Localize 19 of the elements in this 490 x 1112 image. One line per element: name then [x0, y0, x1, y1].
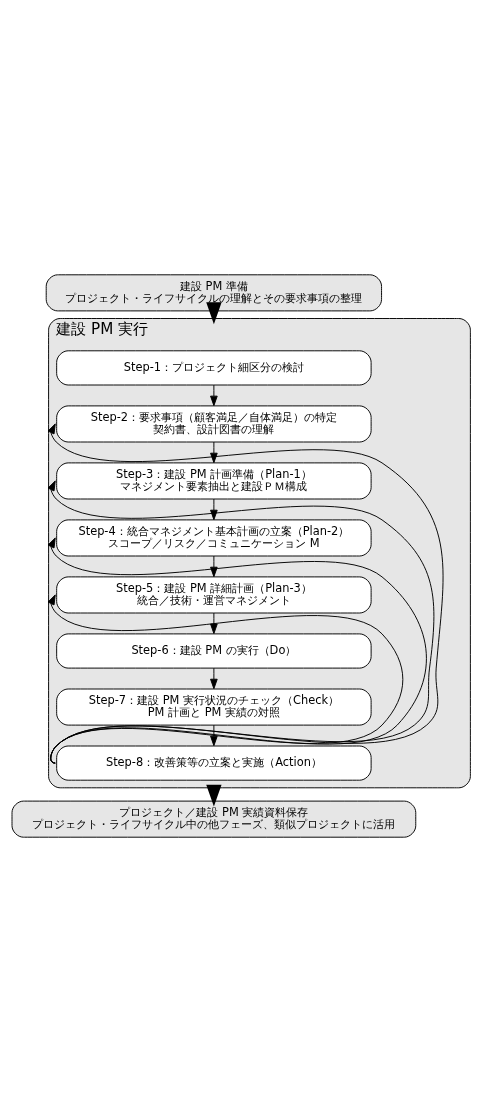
node-box: Step-2：要求事項（顧客満足／自体満足）の特定 契約書、設計図書の理解 — [56, 405, 372, 443]
arrow — [210, 441, 218, 464]
arrow — [210, 667, 218, 690]
arrow — [47, 480, 435, 764]
arrow — [47, 594, 404, 764]
arrow — [210, 612, 218, 635]
node-box: Step-6：建設 PM の実行（Do） — [56, 633, 372, 669]
arrow — [210, 724, 218, 747]
node-box: プロジェクト／建設 PM 実績資料保存 プロジェクト・ライフサイクル中の他フェーズ、類似プロジェクトに活用 — [11, 800, 417, 838]
node-box: Step-4：統合マネジメント基本計画の立案（Plan-2） スコープ／リスク／コミュニケーション M — [56, 519, 372, 557]
arrow — [47, 537, 427, 764]
arrow — [210, 384, 218, 407]
node-box: Step-3：建設 PM 計画準備（Plan-1） マネジメント要素抽出と建設ＰＭ構成 — [56, 462, 372, 500]
node-box: Step-7：建設 PM 実行状況のチェック（Check） PM 計画と PM 実績の対照 — [56, 688, 372, 726]
node-box: Step-5：建設 PM 詳細計画（Plan-3） 統合／技術・運営マネジメント — [56, 576, 372, 614]
arrow — [206, 302, 222, 325]
node-box: Step-8：改善策等の立案と実施（Action） — [56, 745, 372, 781]
arrow — [47, 423, 444, 764]
node-box: Step-1：プロジェクト細区分の検討 — [56, 350, 372, 386]
